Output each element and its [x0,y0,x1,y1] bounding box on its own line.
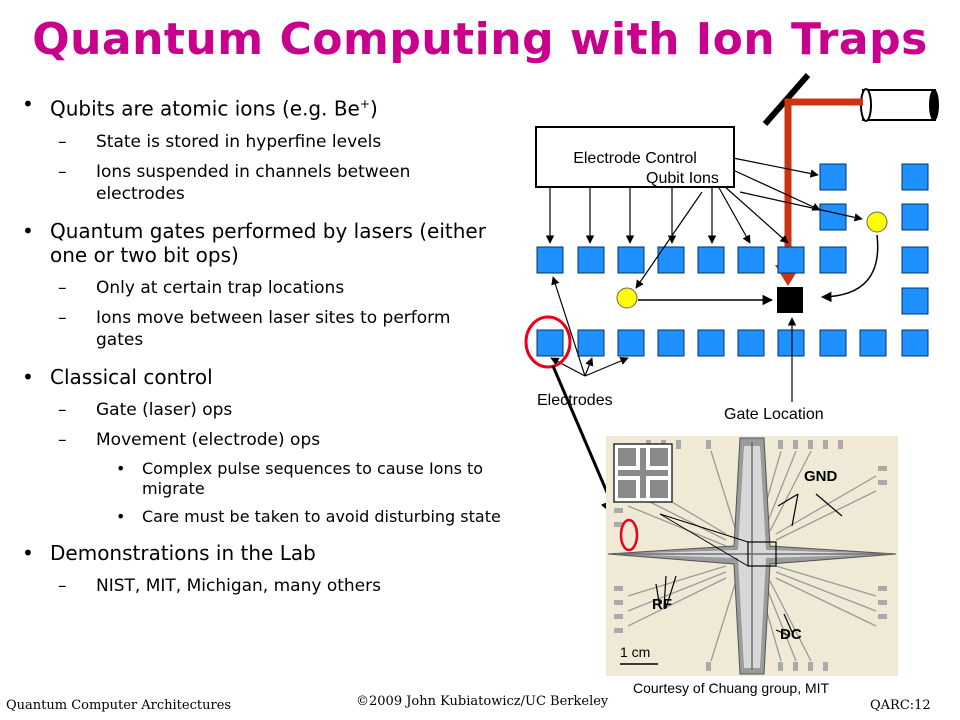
electrodes-label: Electrodes [537,392,613,409]
electrode-control-label: Electrode Control [573,150,697,167]
laser-source-icon [860,88,939,122]
sub-bullet-laser-sites: Ions move between laser sites to perform… [22,307,502,351]
sub-bullet-channels: Ions suspended in channels between elect… [22,161,502,205]
laser-beam [784,98,863,270]
sub-bullet-hyperfine: State is stored in hyperfine levels [22,131,502,153]
qubit-ion-left [616,287,638,309]
chip-dc-label: DC [780,626,802,643]
footer-left: Quantum Computer Architectures [6,698,232,713]
chip-scale-label: 1 cm [620,644,651,660]
gate-location-label: Gate Location [724,406,824,423]
chip-layout-graphic [607,437,897,675]
slide-title: Quantum Computing with Ion Traps [32,14,928,65]
electrode-control-box: Electrode Control [535,126,735,188]
electrode-row-bottom [536,329,929,357]
sub-sub-bullet-disturbing-state: Care must be taken to avoid disturbing s… [22,507,502,527]
sub-sub-bullet-pulse-sequences: Complex pulse sequences to cause Ions to… [22,459,502,499]
sub-bullet-gate-ops: Gate (laser) ops [22,399,502,421]
photo-credit: Courtesy of Chuang group, MIT [633,680,830,696]
footer-center: ©2009 John Kubiatowicz/UC Berkeley [356,694,609,709]
sub-bullet-movement-ops: Movement (electrode) ops [22,429,502,451]
electrode-row-top [819,163,929,231]
bullet-classical-control: Classical control [22,365,502,389]
bullet-demonstrations: Demonstrations in the Lab [22,541,502,565]
electrode-row-middle [536,246,929,315]
laser-beam-arrowhead [775,265,801,286]
chip-rf-label: RF [652,596,672,613]
ion-trap-chip-photo: GND RF DC 1 cm [606,436,898,676]
bullet-qubits-close: ) [369,96,378,121]
gate-location-marker [777,287,803,313]
ion-move-arrow-right [820,234,879,303]
footer-right: QARC:12 [870,698,931,713]
bullet-list: Qubits are atomic ions (e.g. Be+) State … [22,92,502,605]
bullet-quantum-gates: Quantum gates performed by lasers (eithe… [22,219,502,267]
sub-bullet-trap-locations: Only at certain trap locations [22,277,502,299]
bullet-qubits-text: Qubits are atomic ions (e.g. Be [50,96,360,121]
highlight-circle-diagram [524,315,572,369]
qubit-ion-right [866,211,888,233]
electrodes-pointers [550,276,629,377]
mirror-icon [762,73,811,126]
bullet-qubits: Qubits are atomic ions (e.g. Be+) [22,92,502,121]
qubit-ions-label: Qubit Ions [646,170,719,187]
qubit-ion-pointers [635,191,863,289]
bullet-qubits-superscript: + [359,97,370,111]
chip-gnd-label: GND [804,468,838,485]
sub-bullet-labs: NIST, MIT, Michigan, many others [22,575,502,597]
